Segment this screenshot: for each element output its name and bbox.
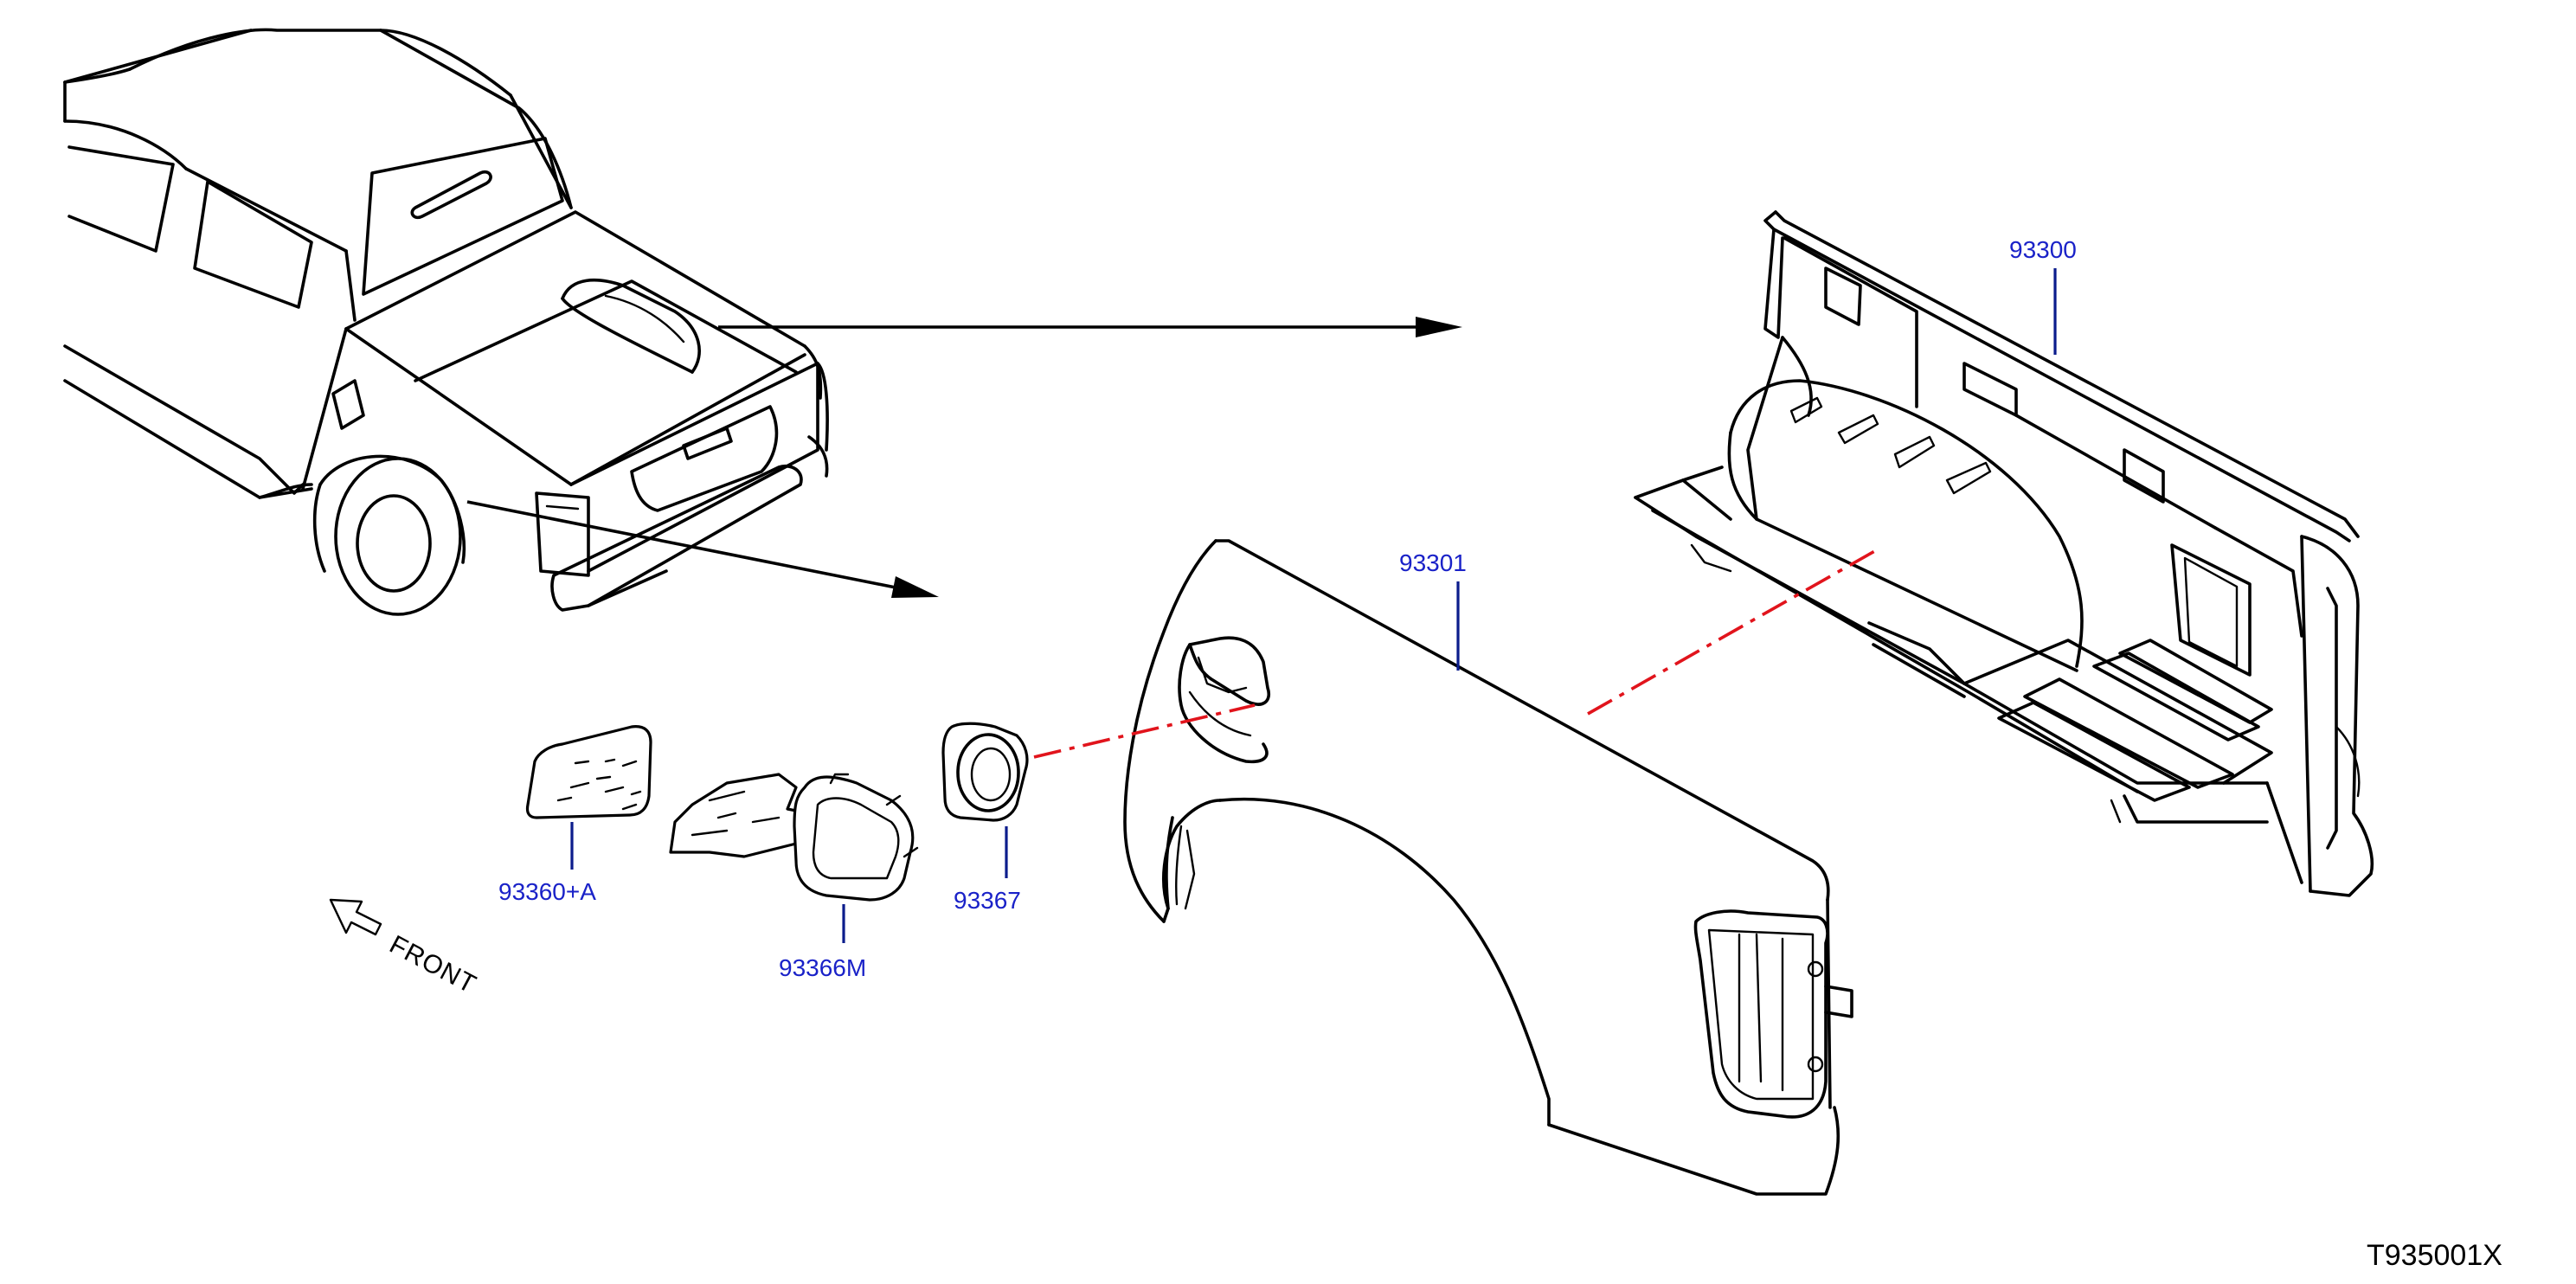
- callout-93301[interactable]: 93301: [1399, 549, 1467, 576]
- drawing-code: T935001X: [2367, 1239, 2502, 1272]
- callout-93300[interactable]: 93300: [2009, 236, 2077, 263]
- arrowhead-icon: [891, 576, 939, 598]
- assembly-guide-lines: [1033, 548, 1879, 759]
- callout-leaders: [570, 268, 2057, 943]
- outer-panel-part-93301: [1123, 539, 1853, 1196]
- callout-93366m[interactable]: 93366M: [779, 954, 866, 981]
- arrowhead-icon: [1416, 317, 1462, 337]
- filler-base-part-93366M: [669, 773, 919, 902]
- filler-lid-part-93360: [525, 725, 652, 819]
- truck-overview-illustration: [63, 28, 829, 616]
- pointer-arrows: [466, 317, 1462, 598]
- arrow-up-left-outline-icon: [329, 898, 382, 936]
- callout-93367[interactable]: 93367: [954, 887, 1021, 914]
- callout-93360-a[interactable]: 93360+A: [498, 878, 596, 905]
- filler-seal-part-93367: [941, 722, 1029, 822]
- front-indicator: FRONT: [329, 898, 481, 999]
- rear-body-part-93300: [1634, 210, 2374, 897]
- front-label: FRONT: [385, 930, 481, 999]
